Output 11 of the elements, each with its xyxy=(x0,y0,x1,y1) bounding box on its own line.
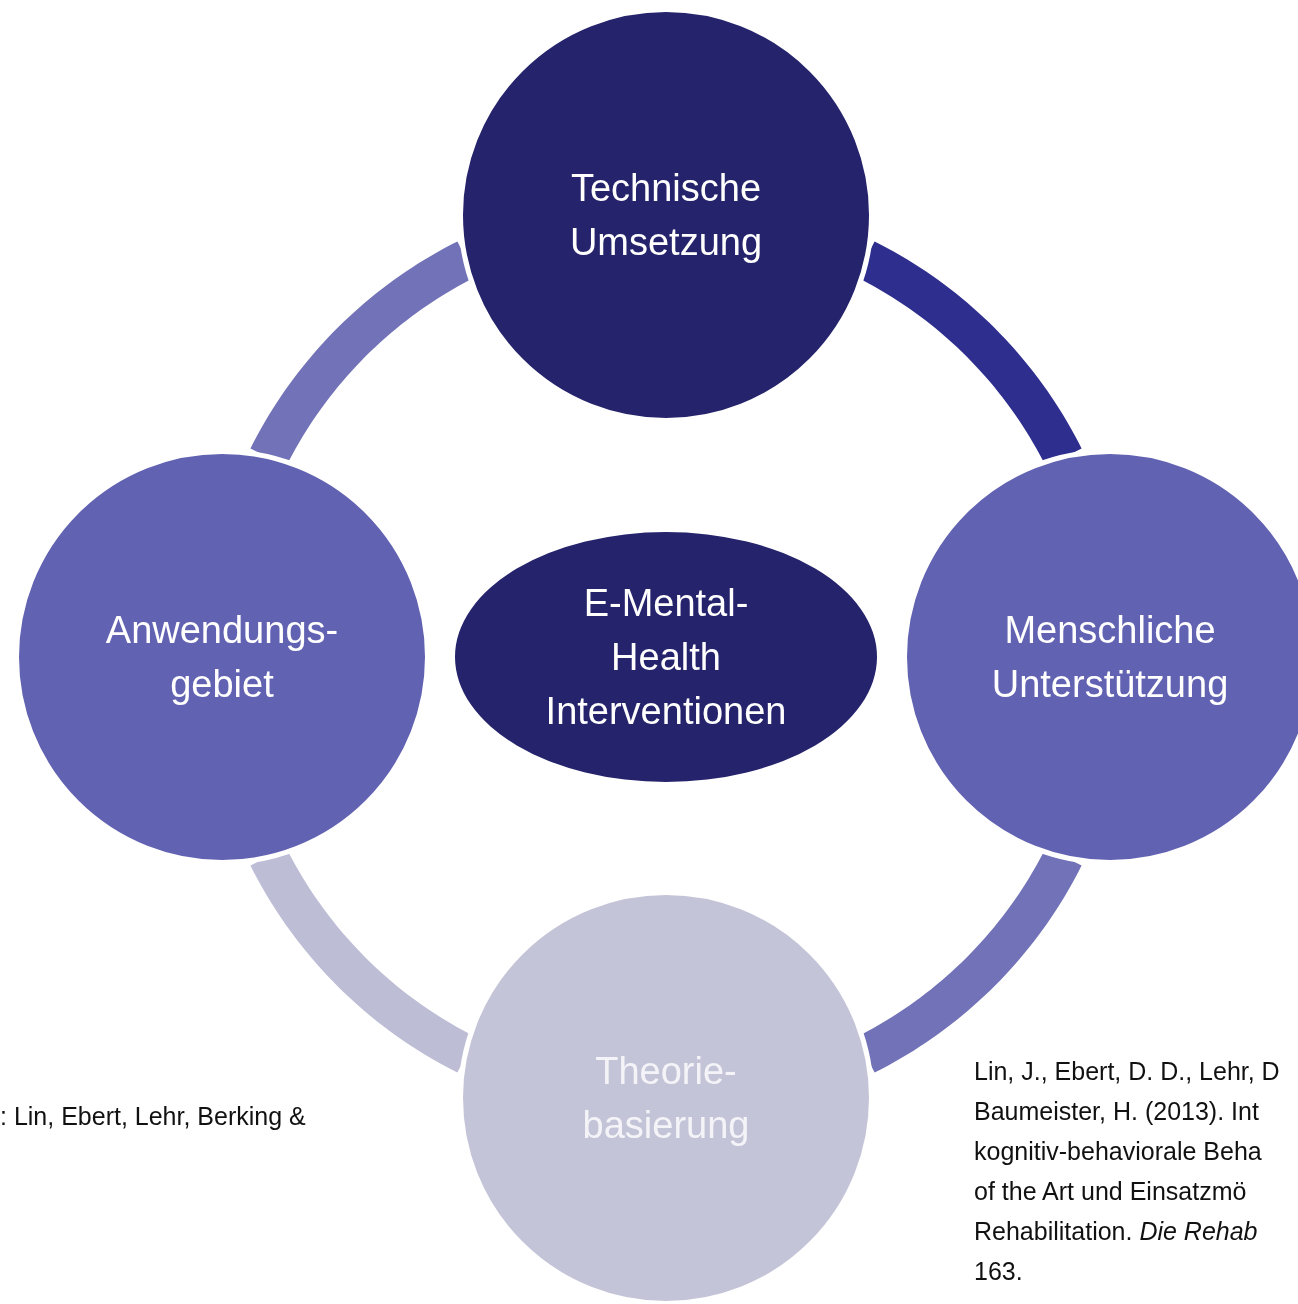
citation-text: kognitiv-behaviorale Beha xyxy=(974,1136,1262,1166)
citation-text: of the Art und Einsatzmö xyxy=(974,1176,1247,1206)
node-label: Menschliche Unterstützung xyxy=(990,608,1230,707)
citation-text: Lin, J., Ebert, D. D., Lehr, D xyxy=(974,1056,1280,1086)
citation-text: 163. xyxy=(974,1256,1023,1286)
citation-text: Baumeister, H. (2013). Int xyxy=(974,1096,1259,1126)
node-label: E-Mental- Health Interventionen xyxy=(544,581,788,734)
node-label: Anwendungs- gebiet xyxy=(104,608,340,707)
citation-text: Rehabilitation. Die Rehab xyxy=(974,1216,1258,1246)
citation-text: : Lin, Ebert, Lehr, Berking & xyxy=(0,1101,306,1131)
node-label: Technische Umsetzung xyxy=(568,166,764,265)
